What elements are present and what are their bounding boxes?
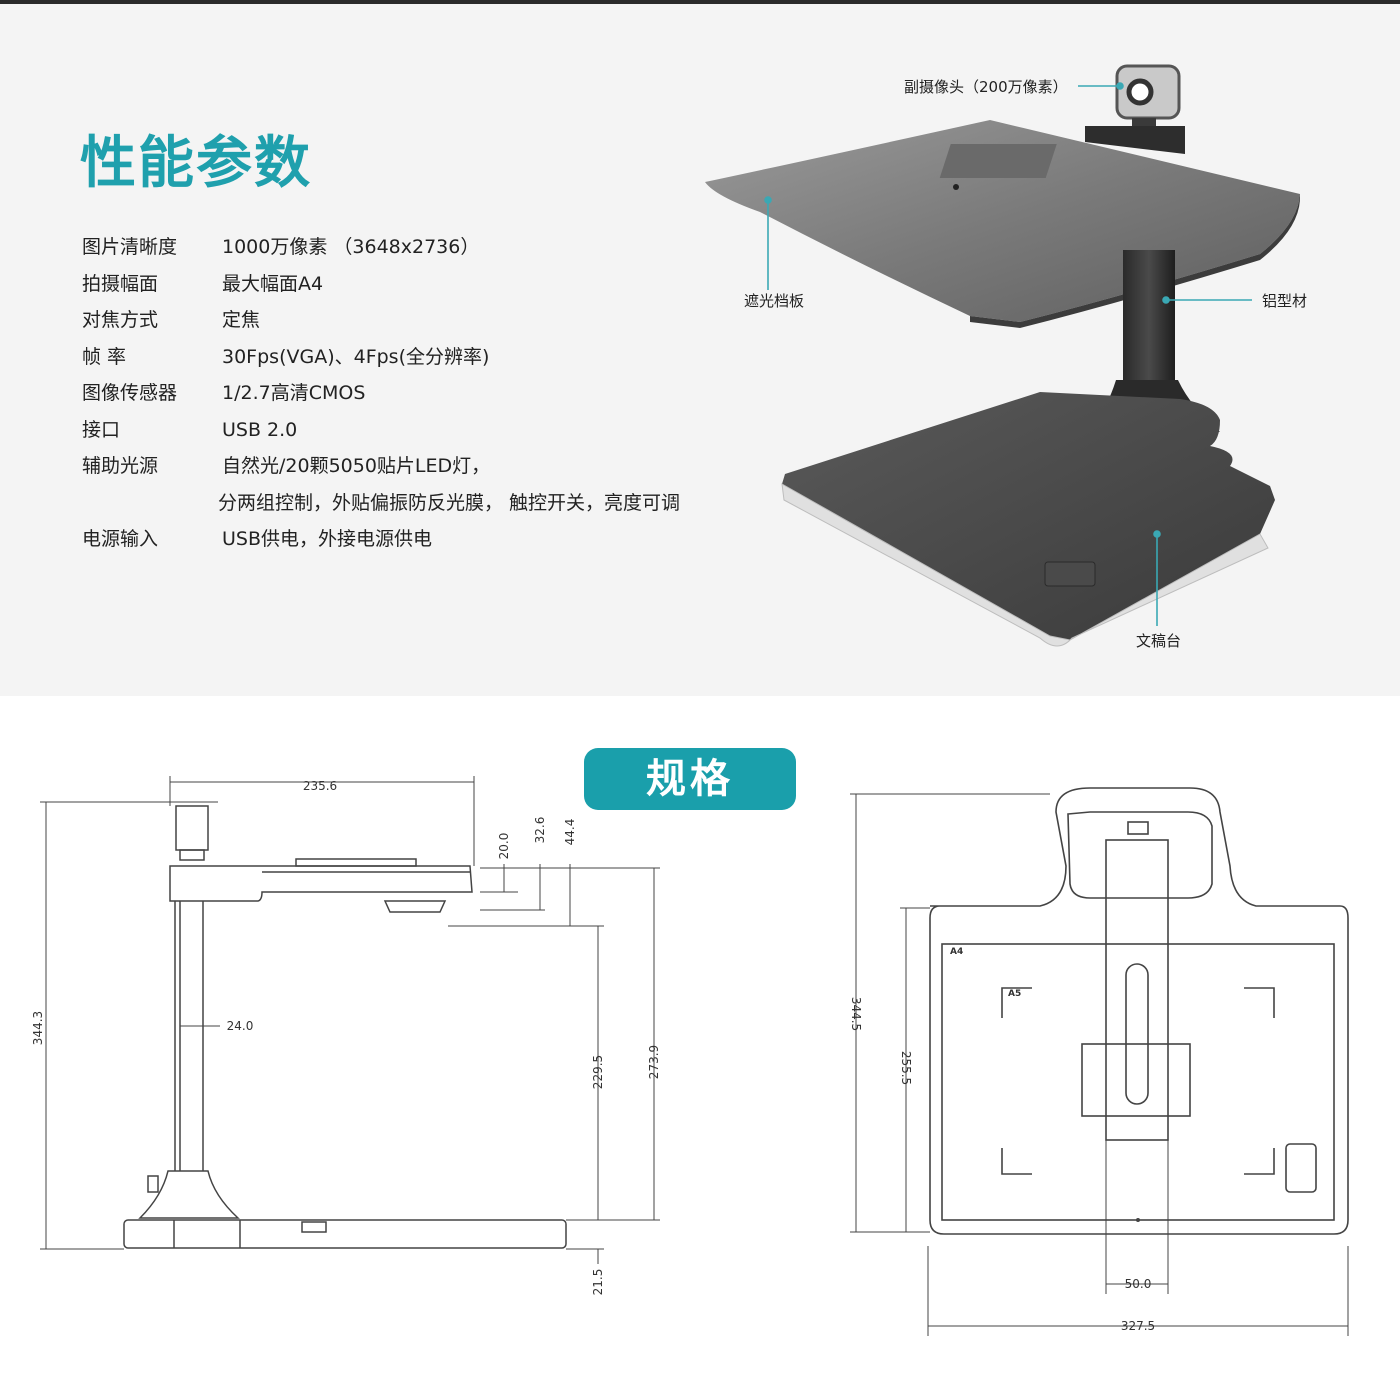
spec-label: 拍摄幅面 [82, 272, 159, 295]
spec-label: 图片清晰度 [82, 236, 178, 258]
dimensions-section: 规格 [0, 696, 1400, 1387]
callout-shade: 遮光档板 [744, 292, 805, 310]
callout-lines [764, 82, 1252, 626]
product-photo [705, 64, 1300, 647]
spec-value: 定焦 [222, 309, 261, 331]
spec-value: 自然光/20颗5050贴片LED灯， [222, 455, 491, 477]
spec-label: 图像传感器 [82, 382, 178, 404]
spec-label: 辅助光源 [82, 455, 159, 477]
spec-value: 最大幅面A4 [222, 272, 324, 295]
spec-value: 1000万像素 （3648x2736） [222, 236, 480, 258]
aluminum-pole [1123, 250, 1175, 384]
spec-value: USB 2.0 [222, 418, 298, 441]
document-base [782, 392, 1275, 640]
callout-platform: 文稿台 [1136, 632, 1182, 650]
performance-panel: 性能参数 图片清晰度 1000万像素 （3648x2736） 拍摄幅面 最大幅面… [0, 4, 1400, 696]
spec-value: 30Fps(VGA)、4Fps(全分辨率) [222, 345, 490, 368]
dim-total-width: 327.5 [1121, 1319, 1155, 1333]
dim-top-width: 235.6 [303, 779, 337, 793]
dim-arm-height: 273.9 [647, 1045, 661, 1079]
spec-value: USB供电，外接电源供电 [222, 528, 433, 550]
callout-camera: 副摄像头（200万像素） [904, 78, 1068, 96]
dim-d3: 44.4 [563, 819, 577, 846]
label-a4: A4 [950, 947, 963, 957]
dim-total-depth: 344.5 [849, 997, 863, 1031]
spec-value: 分两组控制，外贴偏振防反光膜， 触控开关，亮度可调 [218, 491, 681, 514]
dim-d2: 32.6 [533, 817, 547, 844]
dim-base-height: 21.5 [591, 1269, 605, 1296]
dim-d1: 20.0 [497, 833, 511, 860]
spec-label: 对焦方式 [82, 309, 159, 331]
dim-pole: 24.0 [227, 1019, 254, 1033]
side-view-drawing: 235.6 344.3 20.0 32.6 44.4 24.0 229.5 27… [31, 776, 661, 1296]
spec-label: 接口 [82, 418, 121, 441]
top-rule [0, 0, 1400, 4]
spec-label: 帧 率 [82, 345, 127, 368]
dim-inner-height: 229.5 [591, 1055, 605, 1089]
top-view-drawing: 344.5 255.5 50.0 327.5 A4 A5 [849, 787, 1349, 1336]
callout-profile: 铝型材 [1262, 292, 1308, 310]
dim-total-height: 344.3 [31, 1011, 45, 1045]
camera-lens [1126, 78, 1154, 106]
spec-value: 1/2.7高清CMOS [222, 382, 366, 404]
dimensions-title-badge: 规格 [584, 748, 796, 810]
label-a5: A5 [1008, 989, 1021, 999]
spec-label: 电源输入 [82, 528, 159, 550]
performance-title: 性能参数 [80, 131, 312, 196]
dim-column-width: 50.0 [1125, 1277, 1152, 1291]
dim-tray-depth: 255.5 [899, 1051, 913, 1085]
